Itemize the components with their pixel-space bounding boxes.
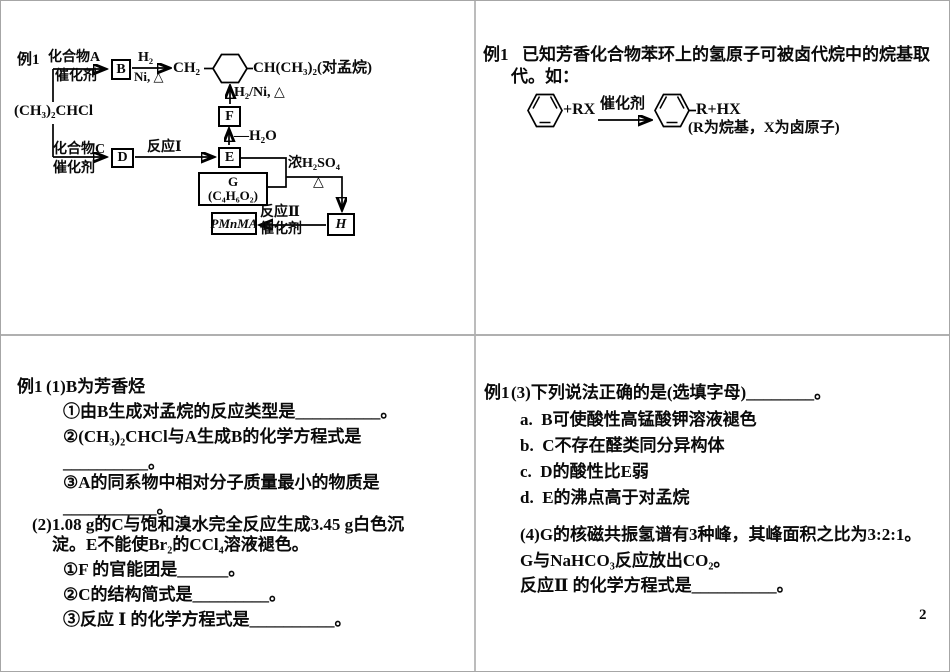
question-line: 反应Ⅱ 的化学方程式是__________。 [520,576,794,595]
route-bottom-reagent: 化合物C [53,142,106,157]
vertical-divider [474,1,476,671]
start-material: (CH₃)₂CHCl [14,103,93,119]
question-line: ③A的同系物中相对分子质量最小的物质是 [63,473,380,492]
option-c: c. D的酸性比E弱 [520,462,649,481]
r-hx-label: R+HX [696,101,741,118]
compound-box-f: F [218,106,241,127]
reaction2-label: 反应Ⅱ [260,205,300,220]
question-line: ②C的结构简式是_________。 [63,585,287,604]
option-b: b. C不存在醛类同分异构体 [520,436,725,455]
catalyst-label: 催化剂 [600,96,646,112]
question-line: (1)B为芳香烃 [46,377,146,396]
benzene-ring-reactant [527,93,563,128]
blank-line: ___________。 [63,498,174,517]
route-top-catalyst: 催化剂 [55,69,97,84]
note-label: (R为烷基，X为卤原子) [688,120,840,136]
cyclohexane-ring [212,53,248,84]
slide-top-left: 例1 化合物A 催化剂 (CH₃)₂CHCl H₂ Ni, △ CH₂ CH(C… [1,1,475,335]
question-line: ③反应 Ⅰ 的化学方程式是__________。 [63,610,352,629]
question-line: ①F 的官能团是______。 [63,560,246,579]
intro-line1: 已知芳香化合物苯环上的氢原子可被卤代烷中的烷基取 [522,45,930,64]
question-line: ①由B生成对孟烷的反应类型是__________。 [63,402,398,421]
intro-line2: 代。如： [511,67,579,86]
question-line: G与NaHCO₃反应放出CO₂。 [520,551,731,570]
compound-box-e: E [218,147,241,168]
question-line: ②(CH₃)₂CHCl与A生成B的化学方程式是 [63,427,362,446]
catalyst2-label: 催化剂 [260,222,302,237]
example-label: 例1 [17,377,43,396]
polymer-box-pmnma: PMnMA [211,212,257,235]
product-label: CH(CH₃)₂(对孟烷) [253,60,372,76]
blank-line: __________。 [63,453,165,472]
compound-box-g: G (C₄H₆O₂) [198,172,268,206]
cond-delta: △ [313,175,324,190]
compound-box-h: H [327,213,355,236]
box-g-formula: (C₄H₆O₂) [208,188,258,203]
option-a: a. B可使酸性高锰酸钾溶液褪色 [520,410,757,429]
horizontal-divider [1,334,949,336]
double-bond [532,96,541,109]
route-top-reagent: 化合物A [48,50,101,65]
question-line: 淀。E不能使Br₂的CCl₄溶液褪色。 [52,535,309,554]
slide-top-right: 例1 已知芳香化合物苯环上的氢原子可被卤代烷中的烷基取 代。如： +RX 催化剂… [475,1,949,335]
cond-h2ni: H₂/Ni, △ [234,85,285,100]
plus-rx-label: +RX [563,101,596,118]
cond-ni: Ni, △ [134,69,164,84]
double-bond [549,96,558,109]
example-label: 例1 [483,45,509,64]
ch2-label: CH₂ [173,60,200,76]
option-d: d. E的沸点高于对孟烷 [520,488,690,507]
minus-h2o-label: —H₂O [234,128,277,144]
example-label: 例1 [484,383,510,402]
box-g-symbol: G [227,173,239,189]
page-number: 2 [919,607,927,623]
compound-box-d: D [111,148,134,168]
slide-bottom-right: 例1 (3)下列说法正确的是(选填字母)________。 a. B可使酸性高锰… [475,335,949,671]
question-line: (2)1.08 g的C与饱和溴水完全反应生成3.45 g白色沉 [32,515,405,534]
compound-box-b: B [111,59,131,80]
question-line: (3)下列说法正确的是(选填字母)________。 [511,383,832,402]
benzene-ring-product [654,93,690,128]
example-label: 例1 [17,52,40,68]
reaction1-label: 反应Ⅰ [147,140,182,155]
double-bond [659,96,668,109]
slide-bottom-left: 例1 (1)B为芳香烃 ①由B生成对孟烷的反应类型是__________。 ②(… [1,335,475,671]
route-bottom-catalyst: 催化剂 [53,161,95,176]
cond-h2: H₂ [138,50,154,65]
question-line: (4)G的核磁共振氢谱有3种峰，其峰面积之比为3:2:1。 [520,525,922,544]
double-bond [676,96,685,109]
cond-h2so4: 浓H₂SO₄ [288,156,340,171]
